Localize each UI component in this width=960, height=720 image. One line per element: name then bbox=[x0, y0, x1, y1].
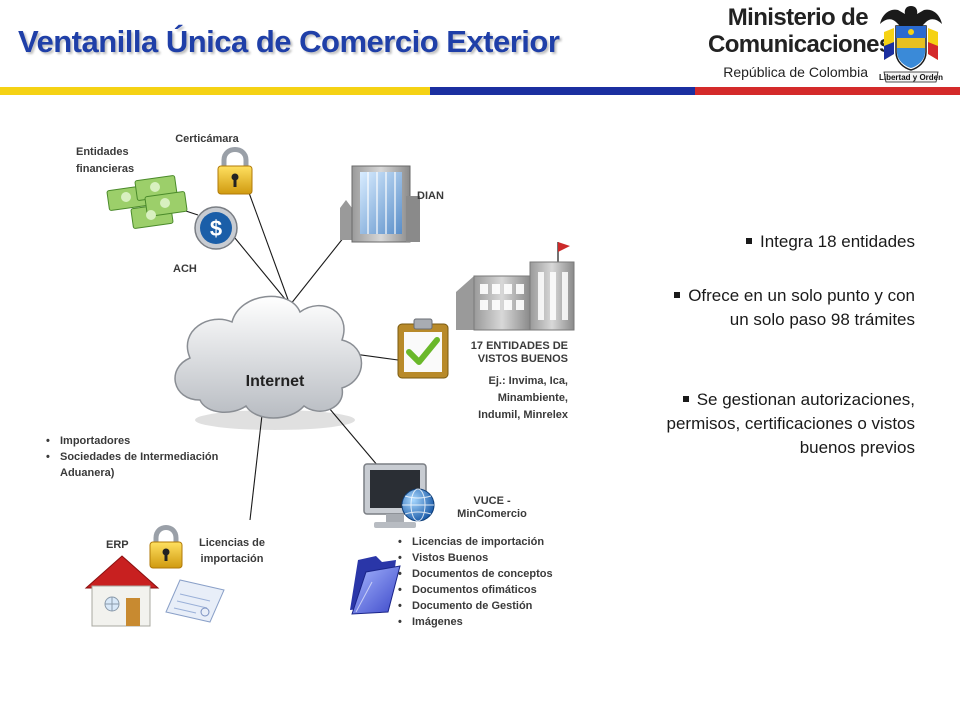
vuce-label-line2: MinComercio bbox=[457, 508, 527, 520]
vistos-example-line1: Ej.: Invima, Ica, bbox=[489, 375, 568, 387]
vistos-buenos-label-line1: 17 ENTIDADES DE bbox=[471, 340, 568, 352]
stripe-blue bbox=[430, 87, 695, 95]
ach-label: ACH bbox=[173, 263, 197, 275]
internet-cloud-icon bbox=[174, 295, 363, 430]
line-dian bbox=[289, 231, 349, 306]
list-item: Imágenes bbox=[396, 614, 616, 630]
vuce-label-line1: VUCE - bbox=[473, 495, 511, 507]
svg-text:$: $ bbox=[210, 216, 222, 241]
coat-of-arms-seal: Libertad y Orden bbox=[879, 6, 943, 83]
line-certicamara bbox=[247, 189, 291, 306]
monitor-globe-icon bbox=[363, 463, 435, 528]
dollar-coin-icon: $ bbox=[194, 206, 238, 250]
licencias-label-line2: importación bbox=[201, 553, 264, 565]
erp-house-icon bbox=[84, 555, 160, 627]
page-title: Ventanilla Única de Comercio Exterior bbox=[18, 24, 560, 59]
erp-lock-icon bbox=[149, 525, 183, 569]
certicamara-lock-icon bbox=[217, 147, 253, 195]
bullet-item: Integra 18 entidades bbox=[660, 230, 915, 254]
bullet-text: Se gestionan autorizaciones, permisos, c… bbox=[666, 390, 915, 457]
line-erp bbox=[249, 414, 263, 521]
vuce-documents-list: Licencias de importación Vistos Buenos D… bbox=[396, 534, 616, 630]
clipboard-check-icon bbox=[397, 318, 449, 379]
certicamara-label: Certicámara bbox=[175, 133, 239, 145]
ministry-name: Ministerio de Comunicaciones bbox=[708, 4, 892, 58]
list-item: Documentos ofimáticos bbox=[396, 582, 616, 598]
list-item: Documento de Gestión bbox=[396, 598, 616, 614]
square-bullet-icon bbox=[674, 291, 681, 298]
list-item: Documentos de conceptos bbox=[396, 566, 616, 582]
list-item: Importadores bbox=[44, 433, 244, 449]
bullet-item: Se gestionan autorizaciones, permisos, c… bbox=[660, 388, 915, 460]
financial-money-icon bbox=[106, 175, 188, 229]
stripe-yellow bbox=[0, 87, 430, 95]
internet-label: Internet bbox=[246, 373, 305, 390]
vistos-buenos-label-line2: VISTOS BUENOS bbox=[478, 353, 568, 365]
list-item: Licencias de importación bbox=[396, 534, 616, 550]
dian-label: DIAN bbox=[417, 190, 444, 202]
documents-folder-icon bbox=[350, 556, 401, 615]
list-item: Sociedades de Intermediación Aduanera) bbox=[44, 449, 244, 481]
vistos-example-line2: Minambiente, bbox=[498, 392, 568, 404]
square-bullet-icon bbox=[682, 395, 689, 402]
list-item: Vistos Buenos bbox=[396, 550, 616, 566]
factory-building-icon bbox=[456, 242, 575, 331]
line-ach bbox=[229, 231, 291, 306]
stripe-red bbox=[695, 87, 960, 95]
bullet-text: Integra 18 entidades bbox=[759, 232, 915, 251]
bullet-text: Ofrece en un solo punto y con un solo pa… bbox=[688, 286, 915, 329]
importers-list: Importadores Sociedades de Intermediació… bbox=[44, 433, 244, 481]
ministry-line-2: Comunicaciones bbox=[708, 31, 892, 58]
square-bullet-icon bbox=[745, 237, 752, 244]
ministry-line-1: Ministerio de bbox=[727, 4, 869, 31]
erp-label: ERP bbox=[106, 539, 129, 551]
vistos-example-line3: Indumil, Minrelex bbox=[478, 409, 569, 421]
dian-building-icon bbox=[340, 165, 420, 243]
seal-motto: Libertad y Orden bbox=[879, 73, 943, 82]
certificate-document-icon bbox=[165, 579, 225, 623]
flag-stripe bbox=[0, 87, 960, 95]
entidades-label-line1: Entidades bbox=[76, 146, 129, 158]
bullet-item: Ofrece en un solo punto y con un solo pa… bbox=[660, 284, 915, 332]
licencias-label-line1: Licencias de bbox=[199, 537, 265, 549]
ministry-subtitle: República de Colombia bbox=[723, 64, 868, 80]
entidades-label-line2: financieras bbox=[76, 163, 134, 175]
